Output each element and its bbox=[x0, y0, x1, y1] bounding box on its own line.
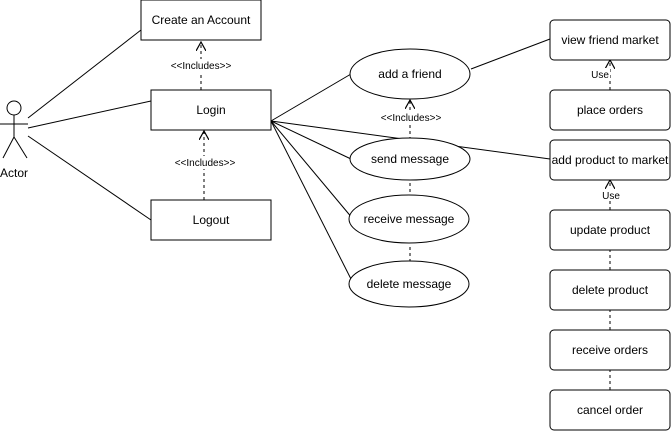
includes-logout-label: <<Includes>> bbox=[175, 158, 236, 169]
assoc-add-friend-view-market bbox=[470, 38, 551, 70]
update-product-box[interactable]: update product bbox=[549, 209, 671, 251]
place-orders-label: place orders bbox=[577, 103, 643, 117]
logout-label: Logout bbox=[193, 213, 230, 227]
receive-orders-label: receive orders bbox=[572, 343, 648, 357]
assoc-login-add-friend bbox=[270, 73, 352, 122]
delete-product-box[interactable]: delete product bbox=[549, 269, 671, 311]
assoc-login-delete-message bbox=[270, 120, 354, 284]
actor-right-leg bbox=[13, 136, 28, 159]
cancel-order-box[interactable]: cancel order bbox=[549, 389, 671, 431]
assoc-actor-create bbox=[27, 29, 142, 119]
use-market-bg bbox=[590, 68, 610, 80]
includes-create-bg bbox=[165, 59, 237, 72]
use-product-label: Use bbox=[602, 191, 620, 202]
assoc-login-send-message bbox=[270, 120, 352, 160]
delete-message-label: delete message bbox=[367, 277, 452, 291]
receive-message-usecase[interactable]: receive message bbox=[348, 194, 470, 244]
logout-box[interactable]: Logout bbox=[150, 199, 272, 241]
delete-message-usecase[interactable]: delete message bbox=[348, 260, 470, 308]
update-product-label: update product bbox=[570, 223, 651, 237]
actor-label: Actor bbox=[0, 166, 28, 180]
add-product-label: add product to market bbox=[552, 153, 669, 167]
cancel-order-label: cancel order bbox=[577, 403, 643, 417]
add-product-box[interactable]: add product to market bbox=[549, 139, 671, 181]
includes-create-label: <<Includes>> bbox=[171, 61, 232, 72]
use-market-label: Use bbox=[591, 70, 609, 81]
assoc-actor-login bbox=[27, 100, 152, 129]
create-account-box[interactable]: Create an Account bbox=[140, 0, 262, 41]
includes-message-label: <<Includes>> bbox=[381, 113, 442, 124]
send-message-usecase[interactable]: send message bbox=[349, 137, 471, 181]
login-label: Login bbox=[196, 103, 225, 117]
create-account-label: Create an Account bbox=[152, 13, 251, 27]
assoc-actor-logout bbox=[27, 135, 152, 221]
add-friend-usecase[interactable]: add a friend bbox=[349, 48, 471, 100]
add-friend-label: add a friend bbox=[378, 67, 441, 81]
view-friend-market-label: view friend market bbox=[561, 33, 659, 47]
place-orders-box[interactable]: place orders bbox=[549, 89, 671, 131]
send-message-label: send message bbox=[371, 152, 449, 166]
actor-head bbox=[6, 100, 22, 116]
actor: Actor bbox=[0, 100, 28, 180]
assoc-login-receive-message bbox=[270, 120, 354, 220]
view-friend-market-box[interactable]: view friend market bbox=[549, 19, 671, 61]
includes-logout-bg bbox=[169, 156, 241, 169]
delete-product-label: delete product bbox=[572, 283, 649, 297]
actor-left-leg bbox=[2, 136, 15, 159]
use-product-bg bbox=[600, 189, 622, 201]
receive-orders-box[interactable]: receive orders bbox=[549, 329, 671, 371]
includes-message-bg bbox=[375, 111, 447, 124]
login-box[interactable]: Login bbox=[150, 89, 272, 131]
receive-message-label: receive message bbox=[364, 212, 455, 226]
